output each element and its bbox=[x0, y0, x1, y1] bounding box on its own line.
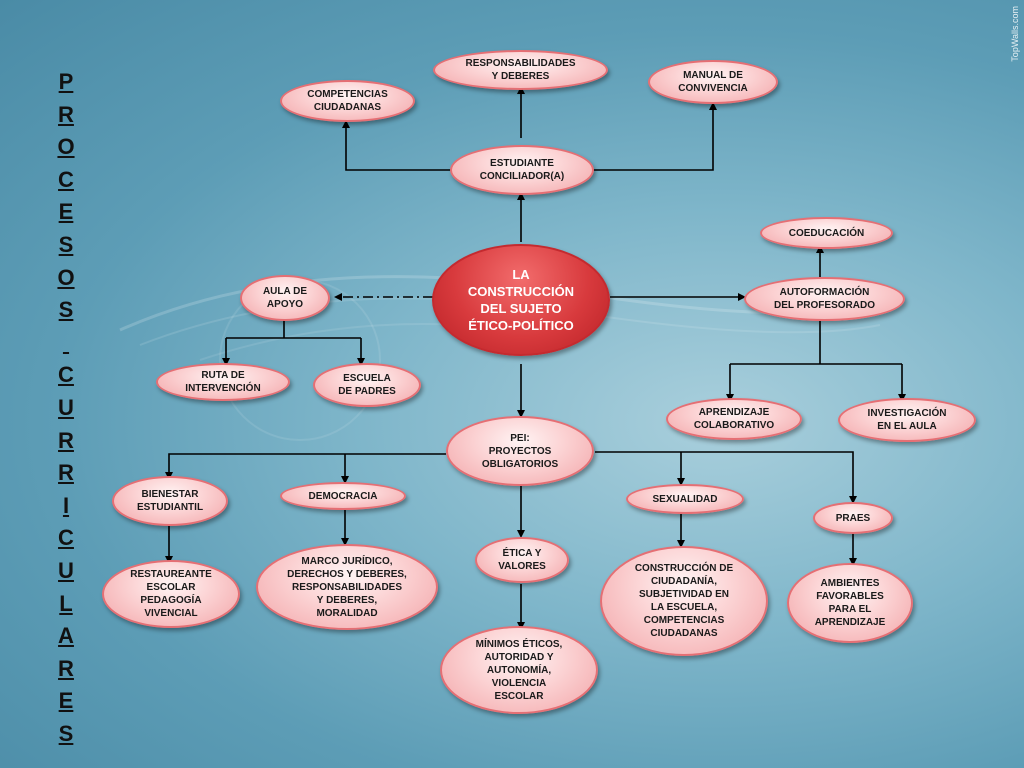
vertical-title-letter: P bbox=[58, 69, 74, 94]
node-competencias: COMPETENCIAS CIUDADANAS bbox=[280, 80, 415, 122]
node-investigacion: INVESTIGACIÓN EN EL AULA bbox=[838, 398, 976, 442]
node-marco: MARCO JURÍDICO, DERECHOS Y DEBERES, RESP… bbox=[256, 544, 438, 630]
node-bienestar: BIENESTAR ESTUDIANTIL bbox=[112, 476, 228, 526]
node-central: LA CONSTRUCCIÓN DEL SUJETO ÉTICO-POLÍTIC… bbox=[432, 244, 610, 356]
vertical-title-letter: R bbox=[58, 427, 74, 453]
node-ambientes: AMBIENTES FAVORABLES PARA EL APRENDIZAJE bbox=[787, 563, 913, 643]
vertical-title-letter: C bbox=[58, 525, 74, 551]
vertical-title-letter: U bbox=[58, 557, 74, 583]
vertical-title-letter: R bbox=[58, 101, 74, 127]
vertical-title-letter: A bbox=[58, 623, 74, 649]
node-restaureante: RESTAUREANTE ESCOLAR PEDAGOGÍA VIVENCIAL bbox=[102, 560, 240, 628]
vertical-title-letter: S bbox=[58, 297, 74, 323]
vertical-title-letter: S bbox=[58, 720, 74, 746]
node-aula: AULA DE APOYO bbox=[240, 275, 330, 321]
node-coeducacion: COEDUCACIÓN bbox=[760, 217, 893, 249]
vertical-title-letter: S bbox=[58, 231, 74, 257]
node-minimos: MÍNIMOS ÉTICOS, AUTORIDAD Y AUTONOMÍA, V… bbox=[440, 626, 598, 714]
node-aprendizaje: APRENDIZAJE COLABORATIVO bbox=[666, 398, 802, 440]
node-etica: ÉTICA Y VALORES bbox=[475, 537, 569, 583]
vertical-title-letter: E bbox=[58, 688, 74, 714]
vertical-title-letter: R bbox=[58, 460, 74, 486]
vertical-title-letter: C bbox=[58, 362, 74, 388]
vertical-title-letter: O bbox=[57, 134, 75, 160]
vertical-title-letter: U bbox=[58, 394, 74, 420]
vertical-title-letter: C bbox=[58, 166, 74, 192]
vertical-title-letter: E bbox=[58, 199, 74, 225]
node-praes: PRAES bbox=[813, 502, 893, 534]
node-estudiante: ESTUDIANTE CONCILIADOR(A) bbox=[450, 145, 594, 195]
node-pei: PEI: PROYECTOS OBLIGATORIOS bbox=[446, 416, 594, 486]
vertical-title-letter: O bbox=[57, 264, 75, 290]
node-autoformacion: AUTOFORMACIÓN DEL PROFESORADO bbox=[744, 277, 905, 321]
vertical-title-letter: I bbox=[62, 492, 70, 518]
node-sexualidad: SEXUALIDAD bbox=[626, 484, 744, 514]
vertical-title-letter: L bbox=[59, 590, 73, 616]
node-ruta: RUTA DE INTERVENCIÓN bbox=[156, 363, 290, 401]
node-construccion-ciudadania: CONSTRUCCIÓN DE CIUDADANÍA, SUBJETIVIDAD… bbox=[600, 546, 768, 656]
vertical-title-letter bbox=[48, 327, 84, 360]
node-responsabilidades: RESPONSABILIDADES Y DEBERES bbox=[433, 50, 608, 90]
watermark: TopWalls.com bbox=[1010, 6, 1020, 62]
node-escuela: ESCUELA DE PADRES bbox=[313, 363, 421, 407]
node-manual: MANUAL DE CONVIVENCIA bbox=[648, 60, 778, 104]
node-democracia: DEMOCRACIA bbox=[280, 482, 406, 510]
vertical-title-letter: R bbox=[58, 655, 74, 681]
